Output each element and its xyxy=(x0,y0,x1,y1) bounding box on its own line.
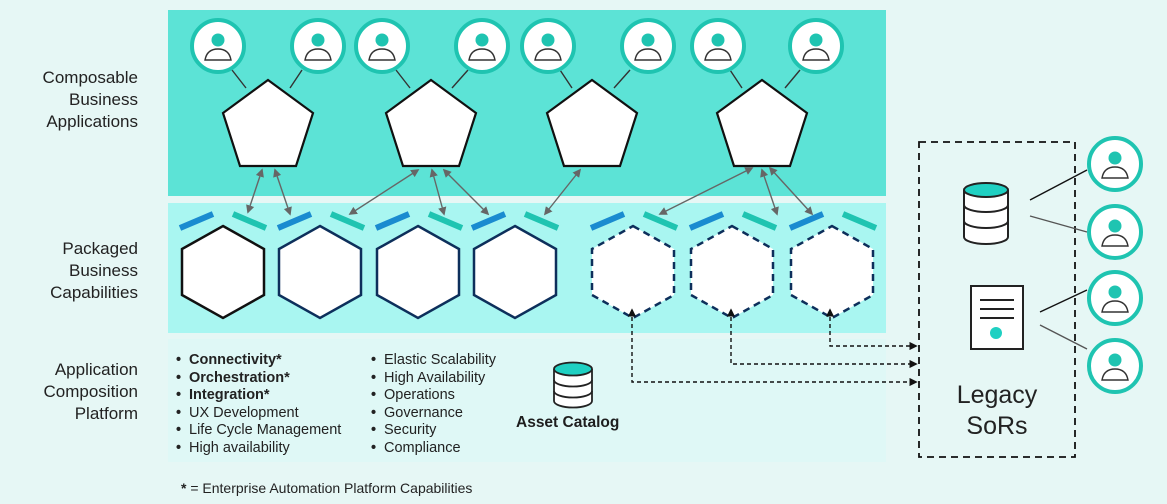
platform-feature-item: Elastic Scalability xyxy=(366,352,496,370)
platform-feature-item: Governance xyxy=(366,405,496,423)
platform-feature-item: Security xyxy=(366,422,496,440)
platform-feature-item: High Availability xyxy=(366,370,496,388)
user-icon xyxy=(190,18,844,74)
platform-features-col1: Connectivity*Orchestration*Integration*U… xyxy=(171,352,341,457)
platform-feature-item: Life Cycle Management xyxy=(171,422,341,440)
footnote: * = Enterprise Automation Platform Capab… xyxy=(181,480,473,496)
platform-feature-item: Operations xyxy=(366,387,496,405)
platform-feature-item: Compliance xyxy=(366,440,496,458)
platform-feature-item: Connectivity* xyxy=(171,352,341,370)
platform-feature-item: Orchestration* xyxy=(171,370,341,388)
legacy-sors-box xyxy=(918,141,1076,458)
asset-catalog-label: Asset Catalog xyxy=(516,414,620,431)
database-icon xyxy=(553,361,593,409)
platform-features-col2: Elastic ScalabilityHigh AvailabilityOper… xyxy=(366,352,496,457)
platform-feature-item: Integration* xyxy=(171,387,341,405)
platform-feature-item: UX Development xyxy=(171,405,341,423)
database-icon xyxy=(963,182,1009,245)
application-pentagons xyxy=(221,78,809,168)
user-icon xyxy=(1087,136,1143,394)
platform-feature-item: High availability xyxy=(171,440,341,458)
capability-hexagons xyxy=(180,224,875,320)
document-icon xyxy=(970,285,1024,350)
